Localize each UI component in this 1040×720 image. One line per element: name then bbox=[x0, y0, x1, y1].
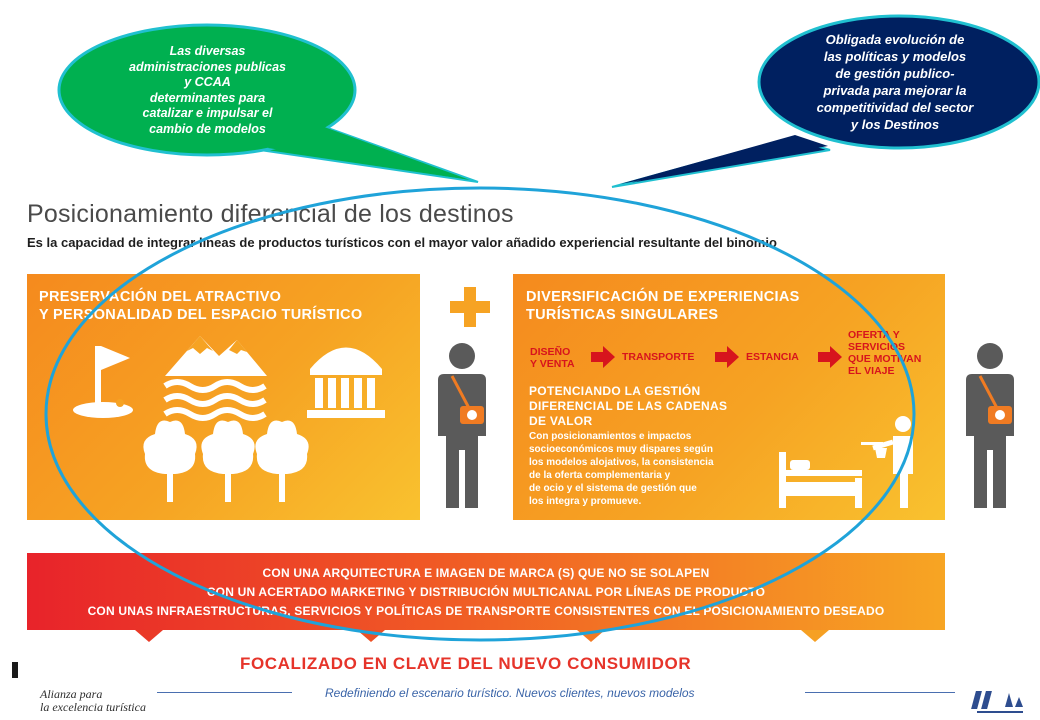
body-line: Con posicionamientos e impactos bbox=[529, 431, 692, 442]
banner-pointers bbox=[135, 630, 829, 642]
tree-icon bbox=[201, 420, 255, 502]
logo-line: Alianza para bbox=[40, 687, 103, 701]
navy-bubble-line: Obligada evolución de bbox=[825, 32, 965, 47]
right-panel-title: DIVERSIFICACIÓN DE EXPERIENCIAS TURÍSTIC… bbox=[526, 288, 800, 324]
left-panel: PRESERVACIÓN DEL ATRACTIVO Y PERSONALIDA… bbox=[27, 274, 420, 520]
left-panel-icons bbox=[73, 336, 385, 502]
green-bubble-line: y CCAA bbox=[184, 75, 231, 89]
flow-step-line: Y VENTA bbox=[530, 358, 575, 370]
right-panel-body: Con posicionamientos e impactos socioeco… bbox=[529, 430, 714, 508]
tree-icon bbox=[143, 420, 197, 502]
arrow-right-icon bbox=[591, 346, 615, 368]
page-title: Posicionamiento diferencial de los desti… bbox=[27, 200, 514, 228]
waiter-icon bbox=[861, 416, 913, 508]
flow-step-estancia: ESTANCIA bbox=[746, 351, 799, 363]
banner-line: CON UNAS INFRAESTRUCTURAS, SERVICIOS Y P… bbox=[87, 604, 885, 618]
green-bubble-text: Las diversas administraciones publicas y… bbox=[100, 44, 315, 137]
marbella-logo bbox=[971, 691, 1023, 713]
bed-and-waiter-icons bbox=[779, 416, 913, 508]
green-bubble-line: determinantes para bbox=[149, 90, 266, 105]
flow-step-transporte: TRANSPORTE bbox=[622, 351, 695, 363]
green-bubble-line: Las diversas bbox=[169, 44, 246, 58]
right-panel-title-line: DIVERSIFICACIÓN DE EXPERIENCIAS bbox=[526, 289, 800, 305]
flow-step-line: QUE MOTIVAN bbox=[848, 353, 922, 365]
body-line: de ocio y el sistema de gestión que bbox=[529, 483, 697, 494]
arrow-right-icon bbox=[818, 346, 842, 368]
flow-step-diseno: DISEÑO Y VENTA bbox=[530, 346, 575, 370]
body-line: los integra y promueve. bbox=[529, 496, 642, 507]
body-line: socioeconómicos muy dispares según bbox=[529, 444, 713, 455]
flow-step-line: OFERTA Y bbox=[848, 329, 900, 341]
flow-step-line: EL VIAJE bbox=[848, 365, 895, 377]
green-bubble-line: catalizar e impulsar el bbox=[142, 106, 273, 120]
flow-step-line: SERVICIOS bbox=[848, 341, 905, 353]
flow-step-line: DISEÑO bbox=[530, 346, 571, 358]
mountains-icon bbox=[163, 336, 267, 421]
green-bubble-line: administraciones publicas bbox=[129, 59, 286, 74]
flag-icon bbox=[73, 346, 133, 418]
green-speech-bubble bbox=[57, 23, 479, 183]
person-camera-icon bbox=[966, 343, 1014, 508]
gestion-line: DE VALOR bbox=[529, 414, 593, 428]
flow-step-oferta: OFERTA Y SERVICIOS QUE MOTIVAN EL VIAJE bbox=[848, 329, 921, 377]
navy-bubble-line: las políticas y modelos bbox=[823, 49, 967, 64]
footer-caption: Redefiniendo el escenario turístico. Nue… bbox=[325, 686, 695, 700]
arrow-right-icon bbox=[715, 346, 739, 368]
footer-rule-right bbox=[805, 692, 955, 693]
navy-bubble-line: y los Destinos bbox=[850, 117, 940, 132]
footer-rule-left bbox=[157, 692, 292, 693]
banner-line: CON UN ACERTADO MARKETING Y DISTRIBUCIÓN… bbox=[206, 585, 766, 599]
green-bubble-line: cambio de modelos bbox=[149, 121, 266, 136]
plus-icon bbox=[450, 287, 490, 327]
navy-speech-bubble bbox=[611, 14, 1040, 188]
navy-bubble-line: competitividad del sector bbox=[816, 100, 974, 115]
gestion-heading: POTENCIANDO LA GESTIÓN DIFERENCIAL DE LA… bbox=[529, 384, 727, 429]
navy-bubble-text: Obligada evolución de las políticas y mo… bbox=[790, 31, 1000, 133]
bed-icon bbox=[779, 452, 862, 508]
navy-bubble-line: de gestión publico- bbox=[835, 66, 955, 81]
body-line: los modelos alojativos, la consistencia bbox=[529, 457, 714, 468]
focal-heading: FOCALIZADO EN CLAVE DEL NUEVO CONSUMIDOR bbox=[240, 654, 692, 673]
tree-icon bbox=[255, 420, 309, 502]
right-panel-title-line: TURÍSTICAS SINGULARES bbox=[526, 307, 719, 323]
speech-bubbles bbox=[57, 14, 1040, 188]
temple-icon bbox=[307, 347, 385, 418]
person-camera-icon bbox=[438, 343, 486, 508]
bottom-banner: CON UNA ARQUITECTURA E IMAGEN DE MARCA (… bbox=[27, 553, 945, 630]
footer-mark bbox=[12, 662, 18, 678]
gestion-line: DIFERENCIAL DE LAS CADENAS bbox=[529, 399, 728, 413]
body-line: de la oferta complementaria y bbox=[529, 470, 671, 481]
gestion-line: POTENCIANDO LA GESTIÓN bbox=[529, 384, 701, 398]
alianza-logo: Alianza para la excelencia turística bbox=[40, 688, 146, 714]
banner-line: CON UNA ARQUITECTURA E IMAGEN DE MARCA (… bbox=[262, 566, 710, 580]
navy-bubble-line: privada para mejorar la bbox=[823, 83, 967, 98]
page-subtitle: Es la capacidad de integrar líneas de pr… bbox=[27, 235, 777, 250]
logo-line: la excelencia turística bbox=[40, 700, 146, 714]
